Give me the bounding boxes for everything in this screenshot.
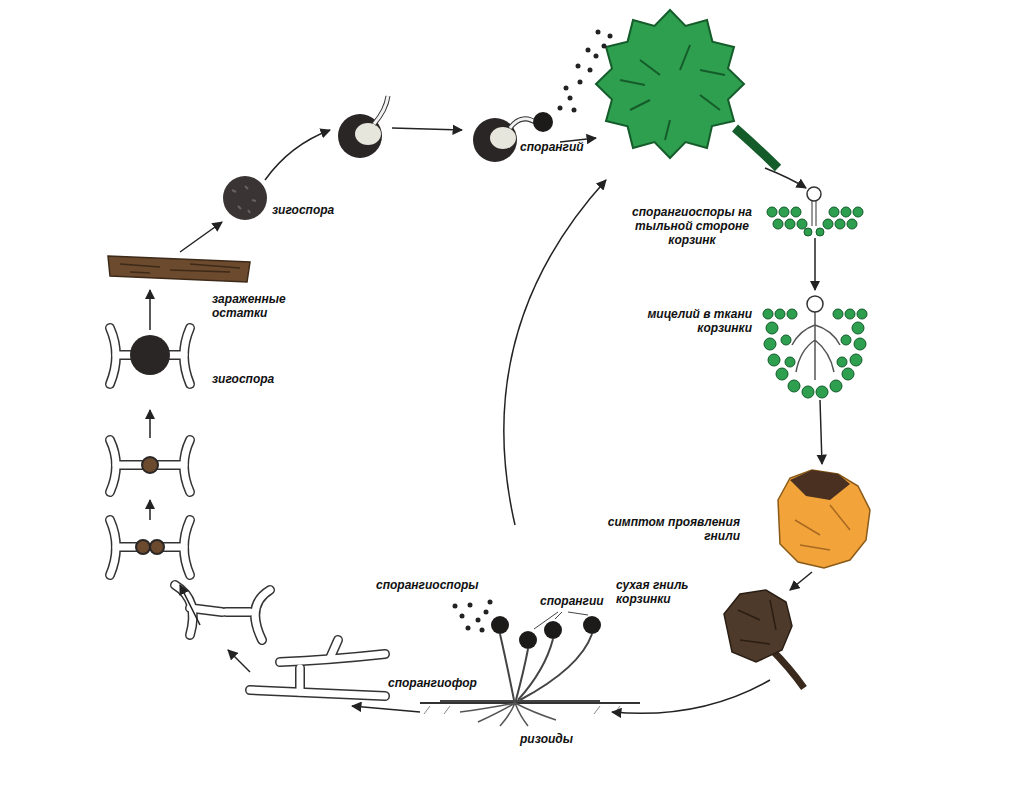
stage-label: зигоспора: [272, 203, 334, 217]
hyphae-stages: [110, 328, 385, 696]
stage-label: спорангиофор: [388, 676, 477, 690]
stage-label: зараженные остатки: [212, 292, 307, 320]
dry-rot-head: [724, 590, 804, 688]
sporangia-colony: [420, 600, 640, 727]
stage-label: спорангиоспоры на тыльной стороне корзин…: [612, 205, 772, 247]
rotting-head: [778, 470, 870, 568]
spore-dots: [558, 30, 613, 113]
stage-label: зигоспора: [212, 372, 274, 386]
stage-label: сухая гниль корзинки: [616, 578, 716, 606]
zygospore: [223, 176, 267, 220]
stage-label: симптом проявления гнили: [600, 515, 740, 543]
stage-label: спорангий: [520, 140, 584, 154]
stage-label: мицелий в ткани корзинки: [640, 307, 752, 335]
tissue-section: [763, 187, 867, 398]
cycle-arrows: [150, 128, 822, 713]
infected-debris: [108, 256, 250, 282]
stage-label: ризоиды: [520, 732, 573, 746]
stage-label: спорангии: [540, 594, 604, 608]
sunflower-head: [596, 10, 778, 168]
stage-label: спорангиоспоры: [376, 578, 479, 592]
